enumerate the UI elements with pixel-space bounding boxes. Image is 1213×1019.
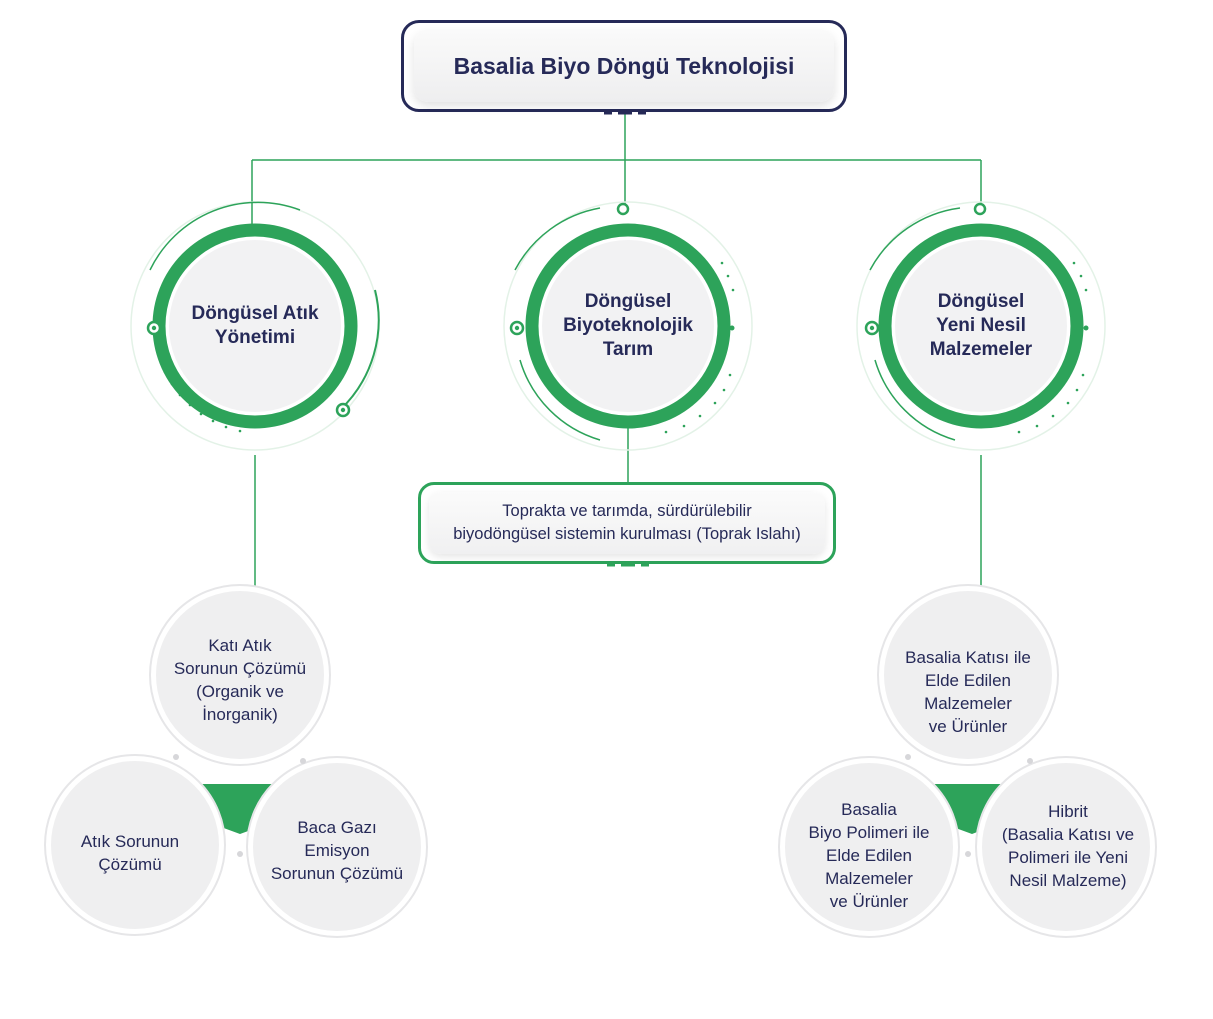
bubble-cluster-left <box>44 584 428 938</box>
main-node-ring-right <box>856 201 1106 451</box>
root-title: Basalia Biyo Döngü Teknolojisi <box>414 30 834 102</box>
sub-node-waste-problem: Atık Sorunun Çözümü <box>80 832 180 874</box>
main-node-ring-left <box>130 201 380 451</box>
agriculture-note-text: Toprakta ve tarımda, sürdürülebilir biyo… <box>429 492 825 554</box>
main-node-ring-middle <box>503 201 753 451</box>
branch-node-materials: Döngüsel Yeni Nesil Malzemeler <box>929 291 1033 360</box>
sub-node-hybrid: Hibrit (Basalia Katısı ve Polimeri ile Y… <box>1001 802 1135 890</box>
branch-node-agriculture: Döngüsel Biyoteknolojik Tarım <box>563 291 693 360</box>
sub-node-flue-gas: Baca Gazı Emisyon Sorunun Çözümü <box>270 817 404 883</box>
root-node: Basalia Biyo Döngü Teknolojisi <box>401 20 847 112</box>
agriculture-note-box: Toprakta ve tarımda, sürdürülebilir biyo… <box>418 482 836 564</box>
sub-node-basalia-solid: Basalia Katısı ile Elde Edilen Malzemele… <box>905 648 1031 736</box>
sub-node-solid-waste: Katı Atık Sorunun Çözümü (Organik ve İno… <box>173 636 307 724</box>
bubble-cluster-right <box>778 584 1157 938</box>
sub-node-bio-polymer: Basalia Biyo Polimeri ile Elde Edilen Ma… <box>808 799 930 911</box>
branch-node-waste: Döngüsel Atık Yönetimi <box>191 303 319 348</box>
